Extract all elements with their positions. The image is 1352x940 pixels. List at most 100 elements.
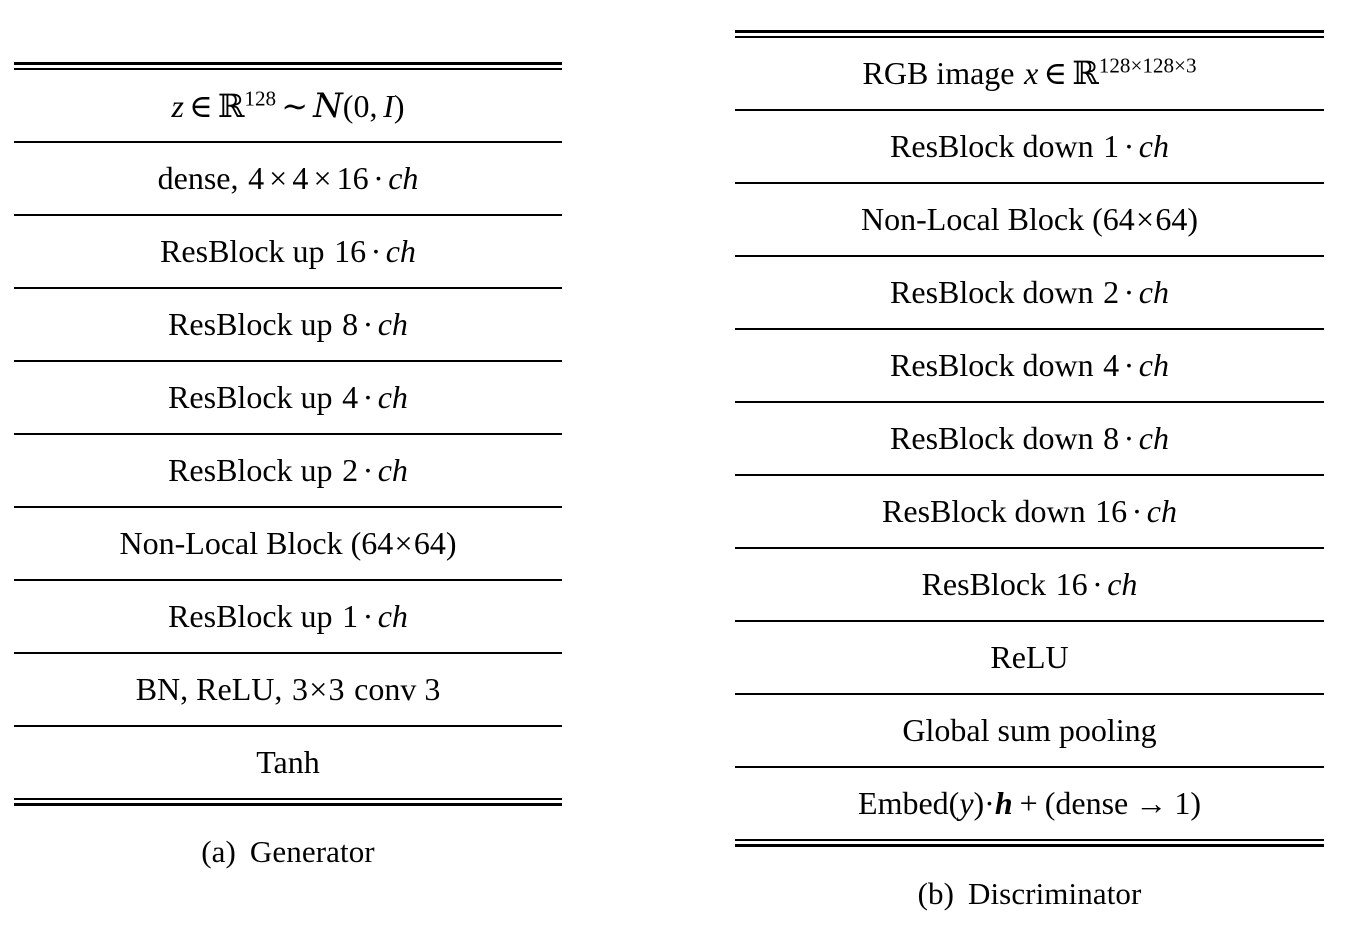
rgb-image-label: RGB image — [862, 54, 1015, 91]
rule-line — [735, 839, 1324, 841]
conv-output-label: conv 3 — [354, 670, 441, 707]
channel-multiplier: 4 — [342, 378, 359, 415]
symbol-h-features: h — [994, 784, 1013, 821]
channel-symbol: ch — [388, 159, 419, 196]
times-icon: × — [309, 670, 328, 707]
channel-symbol: ch — [1138, 346, 1169, 383]
generator-midrule — [14, 579, 562, 581]
channel-multiplier: 16 — [1095, 492, 1128, 529]
plus-icon: + — [1019, 784, 1038, 821]
cdot-icon: · — [1092, 565, 1103, 602]
discriminator-cell-global-sum-pooling: Global sum pooling — [902, 711, 1157, 748]
channel-multiplier: 4 — [1103, 346, 1120, 383]
channel-multiplier: 16 — [334, 232, 367, 269]
dense-dim-1: 4 — [248, 159, 265, 196]
channel-symbol: ch — [1138, 273, 1169, 310]
resblock-up-label: ResBlock up — [160, 232, 325, 269]
discriminator-midrule — [735, 693, 1324, 695]
cdot-icon: · — [373, 159, 384, 196]
channel-symbol: ch — [377, 305, 408, 342]
channel-symbol: ch — [385, 232, 416, 269]
image-width: 128 — [1142, 53, 1175, 78]
generator-cell-tanh: Tanh — [256, 743, 320, 780]
rule-line — [14, 798, 562, 800]
rule-line — [14, 62, 562, 65]
cdot-icon: · — [1123, 346, 1135, 383]
kernel-height: 3 — [291, 670, 308, 707]
times-icon: × — [1130, 53, 1143, 78]
generator-midrule — [14, 287, 562, 289]
generator-bottom-rule — [14, 798, 562, 806]
resblock-up-label: ResBlock up — [168, 451, 333, 488]
symbol-normal-distribution: N — [313, 85, 343, 125]
resblock-up-label: ResBlock up — [168, 305, 333, 342]
channel-symbol: ch — [1107, 565, 1138, 602]
image-shape: 128×128×3 — [1099, 53, 1197, 77]
discriminator-midrule — [735, 109, 1324, 111]
discriminator-midrule — [735, 620, 1324, 622]
symbol-x: x — [1024, 54, 1039, 91]
generator-midrule — [14, 214, 562, 216]
cdot-icon: · — [370, 232, 382, 269]
channel-multiplier: 1 — [1103, 127, 1120, 164]
arrow-right-icon: → — [1135, 784, 1168, 821]
resblock-up-label: ResBlock up — [168, 378, 333, 415]
resblock-down-label: ResBlock down — [890, 127, 1094, 164]
generator-midrule — [14, 725, 562, 727]
non-local-label: Non-Local Block (64 — [119, 524, 394, 561]
channel-multiplier: 8 — [342, 305, 359, 342]
times-icon: × — [394, 524, 413, 561]
generator-cell-dense: dense,4×4×16·ch — [157, 159, 419, 196]
dense-label: dense, — [157, 159, 239, 196]
symbol-distributed-as: ∼ — [281, 87, 309, 124]
dense-head-open: (dense — [1044, 784, 1129, 821]
channel-symbol: ch — [377, 597, 408, 634]
discriminator-midrule — [735, 547, 1324, 549]
cdot-icon: · — [1123, 127, 1135, 164]
discriminator-caption-label: (b) — [917, 876, 955, 911]
resblock-down-label: ResBlock down — [882, 492, 1086, 529]
rule-line — [735, 36, 1324, 38]
discriminator-midrule — [735, 182, 1324, 184]
channel-multiplier: 8 — [1103, 419, 1120, 456]
generator-midrule — [14, 652, 562, 654]
generator-architecture-table: z∈ℝ128∼N(0,I) dense,4×4×16·ch ResBlock u… — [14, 62, 562, 806]
symbol-identity: I — [383, 87, 394, 124]
cdot-icon: · — [362, 378, 374, 415]
generator-midrule — [14, 433, 562, 435]
discriminator-midrule — [735, 328, 1324, 330]
generator-row-tanh: Tanh — [14, 727, 562, 798]
rule-line — [14, 68, 562, 70]
generator-row-dense: dense,4×4×16·ch — [14, 143, 562, 214]
generator-cell-non-local-block: Non-Local Block (64×64) — [119, 524, 457, 561]
dense-dim-2: 4 — [292, 159, 309, 196]
generator-row-latent-input: z∈ℝ128∼N(0,I) — [14, 70, 562, 141]
cdot-icon: · — [1131, 492, 1143, 529]
cdot-icon: · — [362, 451, 374, 488]
symbol-element-of: ∈ — [1043, 54, 1068, 91]
dense-head-output: 1) — [1174, 784, 1201, 821]
discriminator-caption: (b)Discriminator — [735, 876, 1324, 912]
discriminator-cell-relu: ReLU — [990, 638, 1069, 675]
image-channels: 3 — [1185, 53, 1197, 78]
channel-symbol: ch — [1138, 127, 1169, 164]
non-local-resolution: 64) — [413, 524, 457, 561]
generator-caption-text: Generator — [249, 834, 375, 869]
channel-symbol: ch — [377, 451, 408, 488]
symbol-y-label: y — [959, 784, 974, 821]
kernel-width: 3 — [328, 670, 345, 707]
generator-midrule — [14, 360, 562, 362]
channel-multiplier: 2 — [1103, 273, 1120, 310]
